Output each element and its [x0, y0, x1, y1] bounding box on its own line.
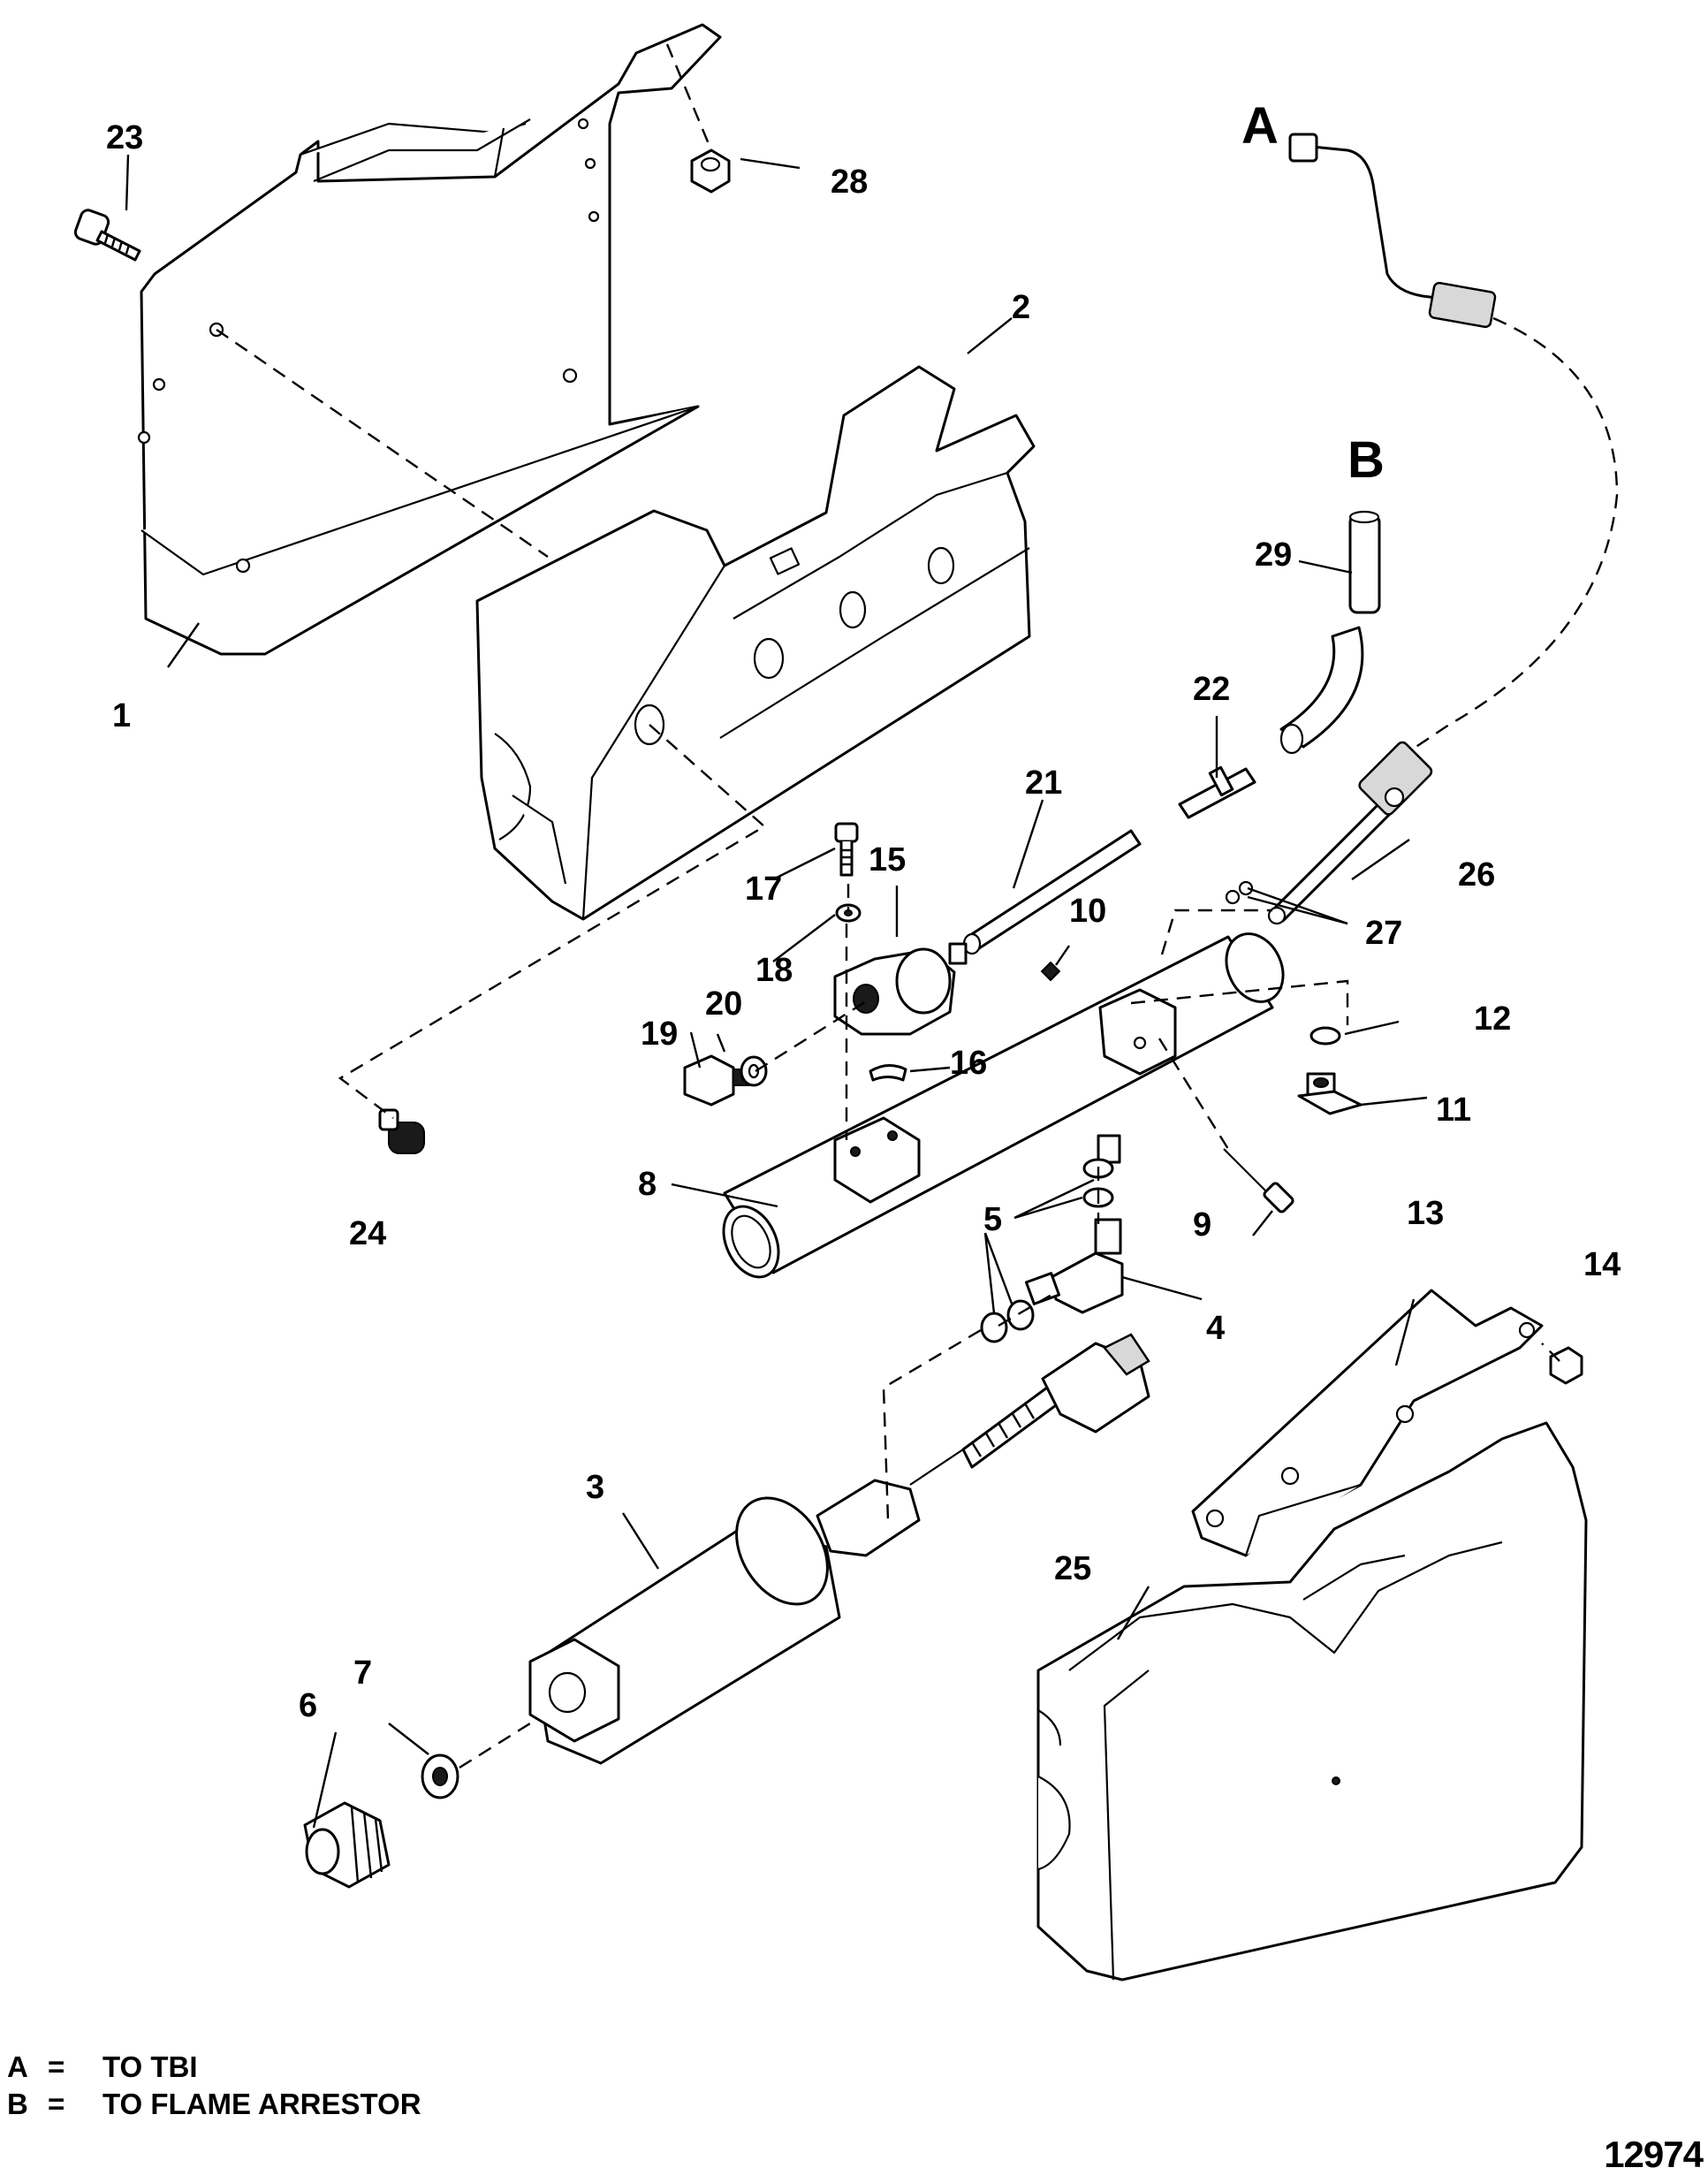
o-rings-part-5	[980, 1158, 1114, 1343]
callout-27: 27	[1365, 915, 1402, 952]
section-label-b: B	[1347, 431, 1385, 489]
valve-part-9	[1223, 1148, 1294, 1213]
callout-2: 2	[1012, 289, 1030, 326]
fuel-rail-part-8	[722, 932, 1285, 1279]
nut-part-14	[1549, 1346, 1583, 1385]
callout-19: 19	[641, 1015, 678, 1053]
bolt-part-17	[834, 822, 859, 877]
callout-1: 1	[112, 697, 131, 734]
legend-text: TO TBI	[102, 2050, 198, 2083]
callout-3: 3	[586, 1469, 604, 1506]
fitting-part-11	[1297, 1072, 1363, 1115]
plug-part-10	[1040, 961, 1061, 982]
legend-key: B	[7, 2088, 28, 2120]
callout-23: 23	[106, 119, 143, 156]
callout-14: 14	[1583, 1246, 1621, 1283]
leader-lines	[125, 154, 1428, 1829]
legend-row-b: B = TO FLAME ARRESTOR	[7, 2086, 421, 2123]
legend-equals: =	[48, 2050, 65, 2083]
callout-25: 25	[1054, 1550, 1091, 1587]
o-ring-part-12	[1309, 1026, 1341, 1046]
screw-part-23	[73, 209, 141, 262]
bracket-housing-part-2	[475, 365, 1036, 921]
fuel-line-fitting-part-26	[1225, 741, 1433, 925]
callout-labels: 23 28 2 1 29 22 21 15 17 10 26 27 18 20 …	[106, 119, 1621, 1724]
washer-part-18	[835, 903, 862, 923]
elbow-fitting-part-4	[1024, 1218, 1124, 1314]
callout-18: 18	[755, 952, 793, 989]
connector-part-22	[1178, 765, 1256, 819]
pressure-regulator-part-15	[833, 942, 968, 1036]
callout-8: 8	[638, 1166, 657, 1203]
callout-5: 5	[983, 1201, 1002, 1238]
callout-16: 16	[950, 1045, 987, 1082]
legend-equals: =	[48, 2088, 65, 2120]
callout-29: 29	[1255, 536, 1292, 574]
fuel-pump-part-3	[528, 1333, 1150, 1765]
bracket-part-13	[1191, 1289, 1544, 1557]
legend-row-a: A = TO TBI	[7, 2049, 421, 2086]
callout-28: 28	[831, 164, 868, 201]
nut-part-28	[690, 148, 731, 194]
washer-part-20	[740, 1055, 768, 1087]
callout-15: 15	[869, 841, 906, 879]
callout-12: 12	[1474, 1000, 1511, 1038]
washer-part-7	[421, 1753, 459, 1799]
callout-17: 17	[745, 871, 782, 908]
callout-9: 9	[1193, 1206, 1211, 1244]
callout-11: 11	[1436, 1092, 1471, 1129]
figure-number: 12974	[1604, 2134, 1704, 2175]
section-label-a: A	[1241, 97, 1279, 155]
fuel-line-to-tbi	[1288, 133, 1619, 761]
clip-part-16	[869, 1064, 907, 1082]
legend-text: TO FLAME ARRESTOR	[102, 2088, 421, 2120]
legend: A = TO TBI B = TO FLAME ARRESTOR	[7, 2049, 421, 2123]
callout-13: 13	[1407, 1195, 1444, 1232]
callout-26: 26	[1458, 856, 1495, 894]
callout-24: 24	[349, 1215, 386, 1252]
legend-key: A	[7, 2050, 28, 2083]
callout-10: 10	[1069, 893, 1106, 930]
callout-21: 21	[1025, 764, 1062, 802]
callout-7: 7	[353, 1654, 372, 1692]
callout-6: 6	[299, 1687, 317, 1724]
assembly-lines	[216, 43, 1560, 1769]
mounting-bracket-part-1	[137, 23, 722, 656]
cover-part-25	[1036, 1421, 1588, 1981]
callout-22: 22	[1193, 671, 1230, 708]
callout-20: 20	[705, 985, 742, 1023]
callout-4: 4	[1206, 1310, 1225, 1347]
screw-part-24	[378, 1108, 425, 1154]
hose-part-29	[1279, 510, 1381, 755]
rod-part-21	[962, 829, 1142, 955]
fitting-part-6	[303, 1801, 391, 1889]
